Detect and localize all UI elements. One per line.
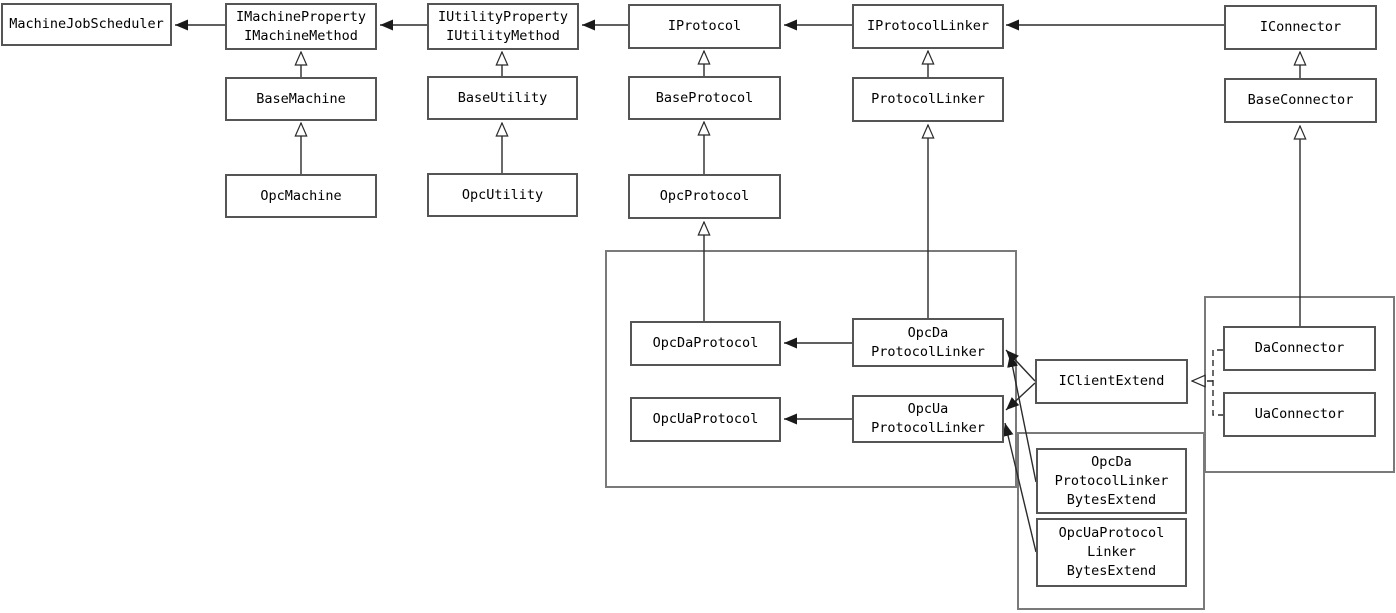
class-box-baseprotocol: BaseProtocol [628,76,781,120]
class-box-iprotocollinker: IProtocolLinker [852,4,1004,49]
class-box-iutility-property-method: IUtilityProperty IUtilityMethod [427,3,579,50]
class-label: IProtocolLinker [867,18,989,34]
class-label: ProtocolLinker [871,91,985,107]
class-label: BaseUtility [457,89,548,106]
association-opcdabytesextend-to-opcdaprotocollinker [1007,353,1037,483]
class-label: IClientExtend [1058,373,1165,389]
class-box-iprotocol: IProtocol [628,4,781,49]
realization-connectors-dashed-link [1212,349,1223,416]
class-label: BaseMachine [256,90,346,107]
class-box-iclientextend: IClientExtend [1035,359,1188,404]
class-label: OpcUa ProtocolLinker [871,401,985,436]
class-box-imachine-property-method: IMachineProperty IMachineMethod [225,3,377,50]
group-bytes-extend-container [1017,432,1205,610]
association-iclientextend-to-opcuaprotocollinker [1005,382,1036,411]
class-box-opcda-protocollinker-bytesextend: OpcDa ProtocolLinker BytesExtend [1036,448,1187,514]
class-box-opcdaprotocol: OpcDaProtocol [630,321,781,366]
class-label: OpcProtocol [659,188,750,204]
class-box-iconnector: IConnector [1224,5,1377,50]
class-label: IMachineProperty IMachineMethod [235,8,367,44]
class-box-uaconnector: UaConnector [1223,392,1376,437]
class-box-baseutility: BaseUtility [427,76,578,120]
class-label: IProtocol [667,18,742,34]
class-label: OpcDaProtocol [652,335,759,351]
class-box-baseconnector: BaseConnector [1224,78,1377,123]
class-box-opcuaprotocol: OpcUaProtocol [630,397,781,442]
class-box-machine-job-scheduler: MachineJobScheduler [1,3,172,46]
class-label: MachineJobScheduler [9,16,164,32]
class-box-daconnector: DaConnector [1223,326,1376,371]
class-label: DaConnector [1254,340,1345,356]
class-box-protocollinker: ProtocolLinker [852,77,1004,122]
class-box-basemachine: BaseMachine [225,77,377,121]
group-opc-protocol-container [605,250,1017,488]
class-label: IUtilityProperty IUtilityMethod [437,8,569,44]
class-box-opcua-protocollinker: OpcUa ProtocolLinker [852,395,1004,443]
class-label: OpcDa ProtocolLinker [871,324,985,360]
class-label: OpcUaProtocol Linker BytesExtend [1058,525,1165,579]
class-label: OpcUtility [461,186,544,203]
class-label: BaseConnector [1247,92,1354,108]
class-box-opcuaprotocol-linker-bytesextend: OpcUaProtocol Linker BytesExtend [1036,518,1187,587]
class-label: BaseProtocol [655,89,754,106]
class-label: OpcDa ProtocolLinker BytesExtend [1054,453,1169,508]
class-box-opcda-protocollinker: OpcDa ProtocolLinker [852,318,1004,367]
class-label: OpcUaProtocol [652,411,759,427]
class-label: UaConnector [1254,406,1345,422]
class-box-opcutility: OpcUtility [427,173,578,217]
class-label: OpcMachine [260,187,342,204]
class-label: IConnector [1259,19,1342,35]
class-box-opcprotocol: OpcProtocol [628,174,781,219]
class-box-opcmachine: OpcMachine [225,174,377,218]
association-opcuabytesextend-to-opcuaprotocollinker [1002,422,1037,553]
